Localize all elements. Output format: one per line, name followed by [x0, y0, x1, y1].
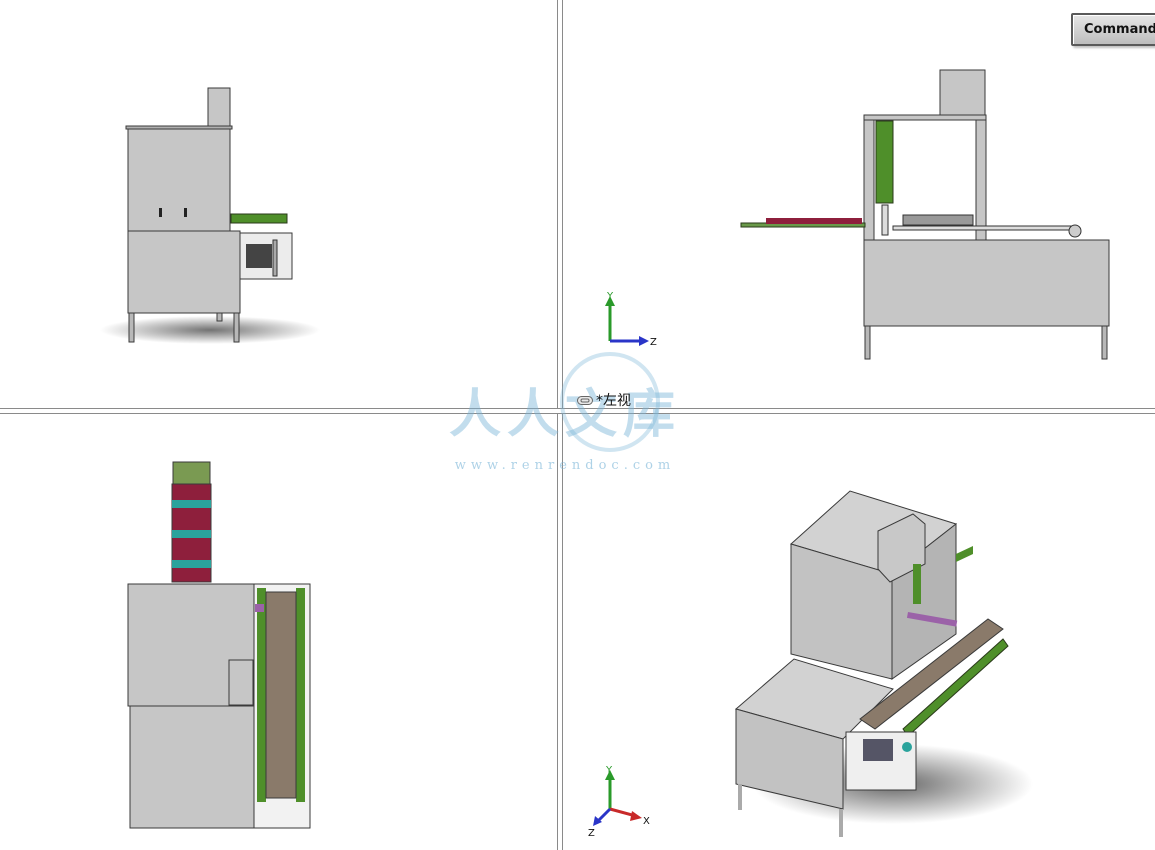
infeed-plate	[956, 546, 973, 562]
view-name-label: *左视	[577, 390, 631, 410]
leg-right	[1101, 325, 1108, 360]
floor-shadow	[100, 316, 320, 344]
magenta-part	[255, 604, 264, 612]
viewport-isometric[interactable]: Y X Z	[563, 414, 1155, 850]
top-housing	[207, 87, 231, 129]
green-rail-right	[296, 588, 305, 802]
lower-cabinet-top	[129, 705, 255, 829]
z-axis-label: Z	[588, 828, 595, 839]
magenta-guide	[906, 611, 958, 627]
teal-clamp-1	[172, 500, 211, 508]
view-triad-top-right: Y Z	[605, 291, 657, 348]
z-axis-label: Z	[650, 337, 657, 348]
frame-post	[272, 239, 278, 277]
command-manager-button[interactable]: CommandM	[1071, 13, 1155, 46]
view-triad-bottom-right: Y X Z	[588, 765, 650, 839]
viewport-splitter-horizontal[interactable]	[0, 408, 1155, 414]
infeed-parts	[766, 218, 862, 224]
teal-clamp-3	[172, 560, 211, 568]
latch-right	[184, 208, 187, 217]
motor	[863, 739, 893, 761]
viewport-right[interactable]: Y Z	[563, 0, 1155, 408]
pulley	[1068, 224, 1082, 238]
leg-1	[738, 784, 742, 810]
top-housing	[939, 69, 986, 117]
leg-mid	[216, 312, 223, 322]
latch-left	[159, 208, 162, 217]
x-axis-label: X	[643, 816, 650, 827]
y-axis-label: Y	[606, 291, 614, 302]
clamp	[881, 204, 889, 236]
belt	[265, 591, 297, 799]
iso-view-model	[734, 490, 1033, 837]
top-view-model	[127, 461, 311, 829]
frame-top	[863, 114, 987, 121]
feed-head	[172, 461, 211, 485]
y-axis-label: Y	[605, 765, 613, 776]
view-name-text: *左视	[596, 393, 631, 409]
green-column	[875, 120, 894, 204]
green-column	[913, 564, 921, 604]
base-cabinet	[863, 239, 1110, 327]
upper-cabinet	[127, 128, 231, 232]
link-icon	[577, 395, 593, 405]
frame-right	[975, 119, 987, 241]
motor	[246, 244, 272, 268]
viewport-front[interactable]	[0, 0, 557, 408]
cutter-head	[902, 214, 974, 226]
lower-cabinet	[127, 230, 241, 314]
leg-right	[233, 312, 240, 343]
belt	[859, 618, 1004, 730]
leg-left	[864, 325, 871, 360]
conveyor-green	[230, 213, 288, 224]
side-view-model	[740, 69, 1110, 360]
cutter-rail	[892, 225, 1074, 231]
leg-left	[128, 312, 135, 343]
frame-left	[863, 119, 875, 241]
viewport-top[interactable]	[0, 414, 557, 850]
viewport-splitter-vertical[interactable]	[557, 0, 563, 850]
teal-gear	[902, 742, 912, 752]
step-block	[228, 659, 254, 706]
leg-2	[839, 809, 843, 837]
front-view-model	[100, 87, 320, 344]
green-rail-left	[257, 588, 266, 802]
teal-clamp-2	[172, 530, 211, 538]
